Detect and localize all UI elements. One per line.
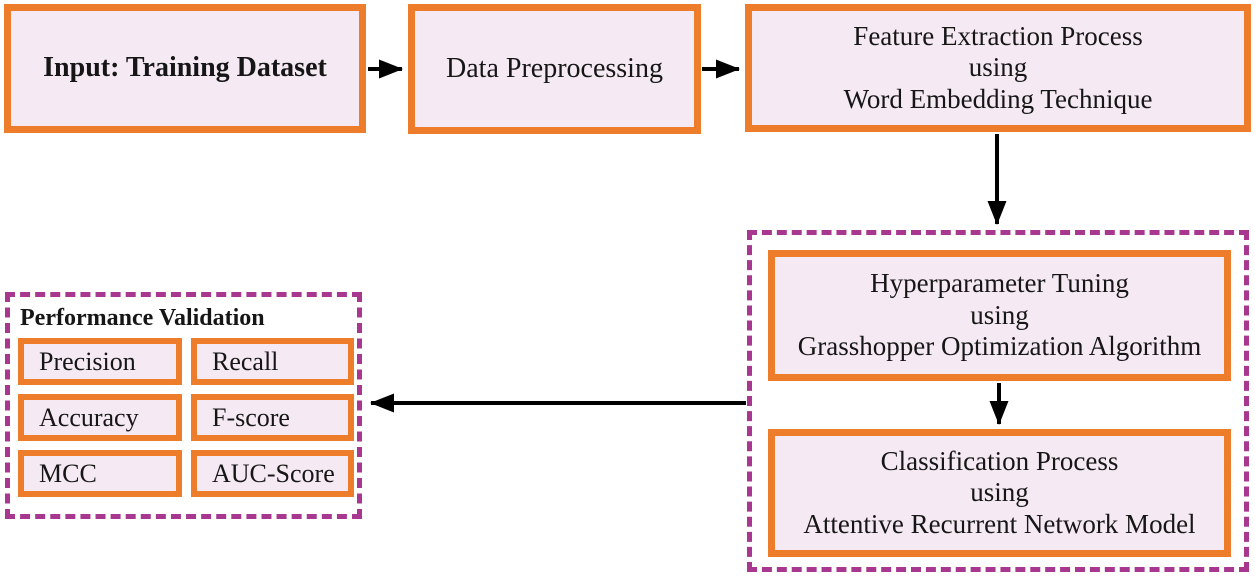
classification-line-1: Classification Process xyxy=(880,445,1119,476)
feature-extraction-line-1: Feature Extraction Process xyxy=(853,20,1143,51)
hyperparameter-line-2: using xyxy=(970,299,1029,330)
tuning-classification-group: Hyperparameter Tuning using Grasshopper … xyxy=(747,230,1249,572)
performance-validation-title: Performance Validation xyxy=(20,305,265,331)
hyperparameter-line-3: Grasshopper Optimization Algorithm xyxy=(797,331,1202,362)
feature-extraction-line-3: Word Embedding Technique xyxy=(843,83,1153,114)
metric-precision: Precision xyxy=(18,338,182,385)
feature-extraction-line-2: using xyxy=(968,52,1028,83)
performance-validation-group: Performance Validation Precision Recall … xyxy=(5,292,362,519)
hyperparameter-line-1: Hyperparameter Tuning xyxy=(870,268,1129,299)
metric-auc-score: AUC-Score xyxy=(191,450,354,497)
feature-extraction-node: Feature Extraction Process using Word Em… xyxy=(745,4,1251,132)
classification-line-2: using xyxy=(970,477,1029,508)
hyperparameter-tuning-node: Hyperparameter Tuning using Grasshopper … xyxy=(768,250,1231,381)
metric-mcc: MCC xyxy=(18,450,182,497)
classification-node: Classification Process using Attentive R… xyxy=(768,429,1231,557)
metric-fscore: F-score xyxy=(191,394,354,441)
metric-recall: Recall xyxy=(191,338,354,385)
data-preprocessing-node: Data Preprocessing xyxy=(408,4,701,134)
classification-line-3: Attentive Recurrent Network Model xyxy=(803,508,1196,539)
input-training-dataset-node: Input: Training Dataset xyxy=(4,4,366,133)
metric-accuracy: Accuracy xyxy=(18,394,182,441)
